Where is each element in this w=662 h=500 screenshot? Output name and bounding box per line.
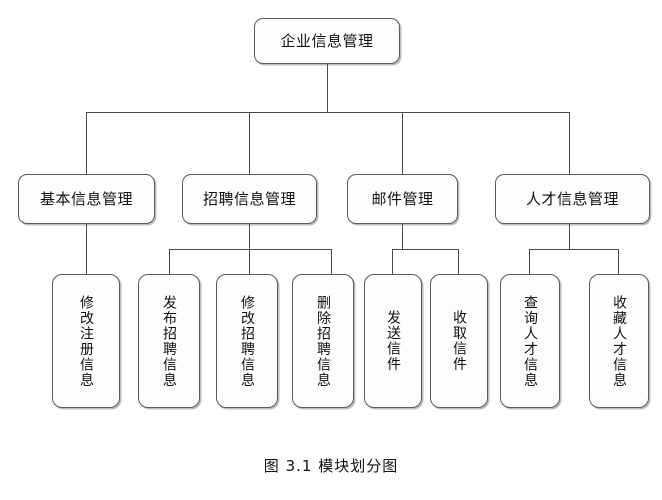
node-send-mail[interactable]: 发送信件 (364, 274, 422, 408)
node-send-mail-label: 发送信件 (385, 310, 401, 372)
node-receive-mail[interactable]: 收取信件 (430, 274, 488, 408)
connector-drop-recruitment-info (249, 112, 250, 174)
node-root-enterprise-info-management[interactable]: 企业信息管理 (254, 18, 400, 64)
node-modify-recruitment-info[interactable]: 修改招聘信息 (216, 274, 278, 408)
node-query-talent-info-label: 查询人才信息 (522, 294, 538, 388)
connector-drop-send-mail (392, 249, 393, 274)
connector-mail-bus (392, 249, 459, 250)
node-bookmark-talent-info[interactable]: 收藏人才信息 (589, 274, 649, 408)
connector-recruitment-bus (169, 249, 331, 250)
node-bookmark-talent-info-label: 收藏人才信息 (611, 294, 627, 388)
connector-drop-delete-recruitment (331, 249, 332, 274)
node-talent-info-management-label: 人才信息管理 (525, 189, 619, 208)
node-delete-recruitment-info-label: 删除招聘信息 (315, 294, 331, 388)
node-recruitment-info-management-label: 招聘信息管理 (202, 189, 296, 208)
node-basic-info-management[interactable]: 基本信息管理 (18, 174, 155, 224)
connector-talent-stem (569, 224, 570, 249)
node-receive-mail-label: 收取信件 (451, 310, 467, 372)
connector-mail-stem (402, 224, 403, 249)
connector-drop-modify-recruitment (249, 249, 250, 274)
node-modify-recruitment-info-label: 修改招聘信息 (239, 294, 255, 388)
node-basic-info-management-label: 基本信息管理 (39, 189, 133, 208)
node-delete-recruitment-info[interactable]: 删除招聘信息 (292, 274, 354, 408)
node-query-talent-info[interactable]: 查询人才信息 (500, 274, 560, 408)
connector-drop-mail (402, 112, 403, 174)
node-mail-management-label: 邮件管理 (371, 189, 434, 208)
node-mail-management[interactable]: 邮件管理 (347, 174, 458, 224)
connector-root-stem (327, 64, 328, 112)
node-publish-recruitment-info[interactable]: 发布招聘信息 (138, 274, 200, 408)
connector-drop-receive-mail (458, 249, 459, 274)
node-recruitment-info-management[interactable]: 招聘信息管理 (182, 174, 317, 224)
node-modify-registration-info-label: 修改注册信息 (78, 294, 94, 388)
connector-drop-bookmark-talent (618, 249, 619, 274)
connector-talent-bus (529, 249, 618, 250)
node-modify-registration-info[interactable]: 修改注册信息 (52, 274, 120, 408)
connector-recruitment-stem (249, 224, 250, 249)
node-publish-recruitment-info-label: 发布招聘信息 (161, 294, 177, 388)
node-root-label: 企业信息管理 (280, 31, 374, 50)
node-talent-info-management[interactable]: 人才信息管理 (495, 174, 650, 224)
connector-drop-talent-info (569, 112, 570, 174)
connector-drop-basic-info (86, 112, 87, 174)
connector-drop-query-talent (529, 249, 530, 274)
connector-level1-bus (86, 112, 569, 113)
connector-basic-info-to-child (86, 224, 87, 274)
connector-drop-publish-recruitment (169, 249, 170, 274)
figure-caption: 图 3.1 模块划分图 (263, 457, 399, 475)
